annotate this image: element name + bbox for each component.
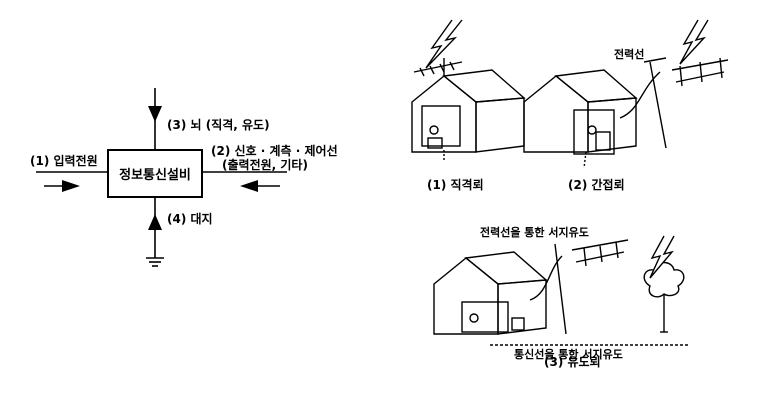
- house-direct-strike: [411, 19, 526, 162]
- utility-pole: [649, 61, 667, 149]
- lightning-label: (3) 뇌 (직격, 유도): [167, 118, 270, 132]
- telecom-equipment-box: 정보통신설비: [107, 149, 203, 198]
- induced-strike-caption: (3) 유도뢰: [544, 355, 601, 369]
- power-arrow: [62, 180, 80, 192]
- signal-label-2: (출력전원, 기타): [222, 158, 308, 172]
- signal-arrow: [240, 180, 258, 192]
- ground-arrow: [148, 214, 162, 230]
- lightning-bolt-icon: [425, 19, 463, 69]
- house-indirect-strike: [523, 19, 729, 169]
- power-label: (1) 입력전원: [30, 154, 98, 168]
- ground-label: (4) 대지: [167, 212, 213, 226]
- lightning-arrow: [148, 106, 162, 122]
- power-line-label: 전력선: [614, 48, 645, 61]
- power-surge-label: 전력선을 통한 서지유도: [480, 226, 589, 239]
- block-diagram: [36, 88, 287, 267]
- lightning-bolt-icon: [649, 235, 675, 279]
- signal-label-1: (2) 신호 · 계측 · 제어선: [211, 144, 338, 158]
- comm-surge-label: 통신선을 통한 서지유도: [514, 348, 623, 361]
- direct-strike-caption: (1) 직격뢰: [427, 178, 484, 192]
- lightning-bolt-icon: [679, 19, 709, 65]
- indirect-strike-caption: (2) 간접뢰: [568, 178, 625, 192]
- house-induced-strike: [433, 235, 690, 346]
- center-label: 정보통신설비: [119, 168, 191, 183]
